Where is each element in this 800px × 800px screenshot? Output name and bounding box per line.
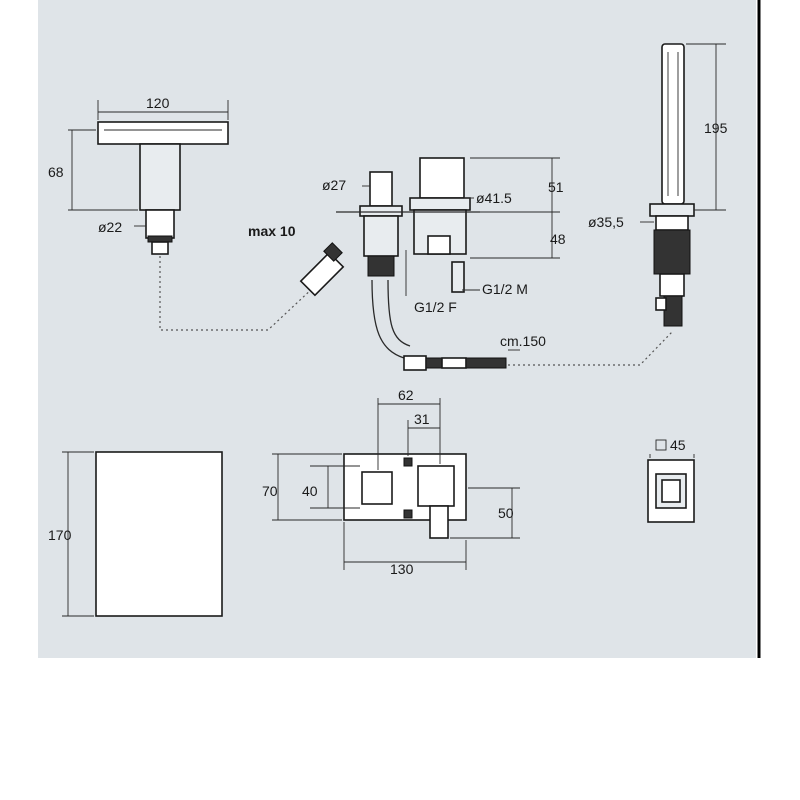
spout-drawing — [68, 100, 229, 255]
dim-plate-height: 170 — [48, 527, 72, 543]
dim-top-height-50: 50 — [498, 505, 514, 521]
dim-top-height-40: 40 — [302, 483, 318, 499]
hand-shower-drawing — [640, 43, 726, 327]
plate-drawing — [62, 451, 223, 617]
dim-top-width-62: 62 — [398, 387, 414, 403]
dim-mixer-diameter: ø41.5 — [476, 190, 512, 206]
dim-top-width-130: 130 — [390, 561, 414, 577]
dim-spout-width: 120 — [146, 95, 170, 111]
connection-line-hose — [508, 331, 673, 366]
dim-shower-length: 195 — [704, 120, 728, 136]
dim-mixer-upper: 51 — [548, 179, 564, 195]
dim-handle-diameter: ø27 — [322, 177, 346, 193]
mixer-top-view — [272, 398, 520, 570]
dim-thread-male: G1/2 M — [482, 281, 528, 297]
mixer-drawing — [299, 157, 560, 359]
dim-spout-height: 68 — [48, 164, 64, 180]
dim-max-thickness: max 10 — [248, 223, 296, 239]
dim-spout-diameter: ø22 — [98, 219, 122, 235]
square-fitting-drawing — [647, 439, 695, 523]
hose-drawing — [403, 349, 520, 371]
dim-hose-length: cm.150 — [500, 333, 546, 349]
dim-mixer-lower: 48 — [550, 231, 566, 247]
dim-top-width-31: 31 — [414, 411, 430, 427]
dim-thread-female: G1/2 F — [414, 299, 457, 315]
dim-top-height-70: 70 — [262, 483, 278, 499]
dim-square-size: 45 — [670, 437, 686, 453]
connection-line-spout — [159, 256, 331, 331]
dim-shower-diameter: ø35,5 — [588, 214, 624, 230]
